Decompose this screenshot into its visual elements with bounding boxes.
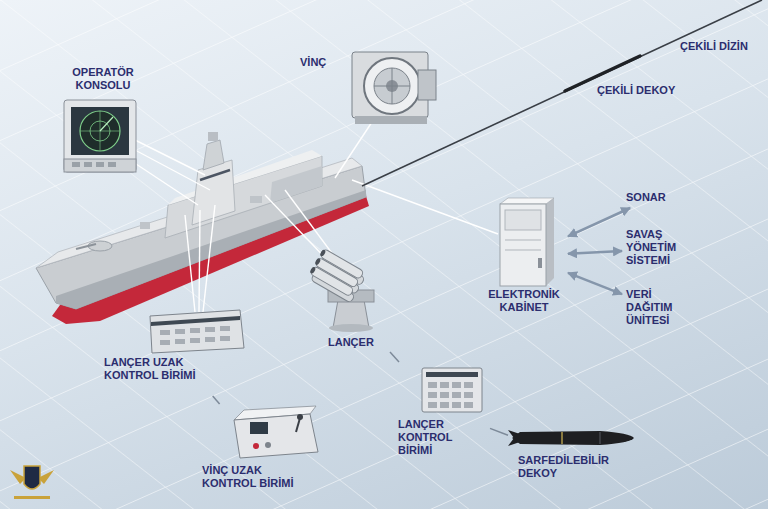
component-node: VİNÇ UZAK KONTROL BİRİMİ [200, 404, 325, 504]
component-label: SONAR [626, 191, 676, 204]
component-label: LANÇER KONTROL BİRİMİ [398, 418, 468, 457]
component-node: LANÇER KONTROL BİRİMİ [396, 362, 490, 459]
component-node: SARFEDİLEBİLİR DEKOY [508, 426, 638, 494]
ship-leader-lines [130, 122, 498, 312]
label-holder: ÇEKİLİ DİZİN [680, 40, 748, 53]
component-node: VERİ DAĞITIM ÜNİTESİ [622, 286, 697, 332]
component-label: VERİ DAĞITIM ÜNİTESİ [626, 288, 692, 327]
component-label: SARFEDİLEBİLİR DEKOY [518, 454, 628, 480]
component-node: SAVAŞ YÖNETİM SİSTEMİ [622, 226, 697, 272]
component-label: LANÇER UZAK KONTROL BİRİMİ [104, 356, 204, 382]
line-label: ÇEKİLİ DEKOY [597, 84, 675, 97]
component-label: OPERATÖR KONSOLU [63, 66, 143, 92]
connector-arrow [568, 273, 622, 294]
connector-line [213, 396, 220, 404]
launcher-control-panel-illustration [422, 368, 482, 412]
connector-arrow [568, 208, 630, 236]
towed-line [362, 0, 762, 186]
launcher-illustration [306, 248, 374, 332]
connector-line [490, 428, 508, 435]
component-node: LANÇER [300, 250, 390, 355]
winch-illustration [352, 52, 436, 124]
component-label: LANÇER [328, 336, 384, 349]
ship-illustration [36, 132, 369, 324]
component-label: VİNÇ [300, 56, 334, 69]
component-node: ELEKTRONİK KABİNET [482, 194, 568, 318]
launcher-remote-panel-illustration [150, 310, 244, 353]
component-node: OPERATÖR KONSOLU [55, 62, 150, 174]
label-holder: ÇEKİLİ DEKOY [597, 84, 675, 97]
operator-console-illustration [64, 100, 136, 172]
decoy-illustration [508, 430, 634, 446]
component-label: VİNÇ UZAK KONTROL BİRİMİ [202, 464, 302, 490]
connector-line [390, 352, 399, 362]
connector-arrow [568, 251, 622, 254]
component-label: SAVAŞ YÖNETİM SİSTEMİ [626, 228, 692, 267]
component-node: VİNÇ [296, 42, 440, 132]
winch-remote-panel-illustration [234, 406, 318, 458]
line-label: ÇEKİLİ DİZİN [680, 40, 748, 53]
component-node: SONAR [622, 188, 682, 208]
component-label: ELEKTRONİK KABİNET [482, 288, 566, 314]
watermark-logo [10, 466, 54, 499]
cabinet-illustration [500, 198, 554, 286]
component-node: LANÇER UZAK KONTROL BİRİMİ [100, 308, 250, 396]
